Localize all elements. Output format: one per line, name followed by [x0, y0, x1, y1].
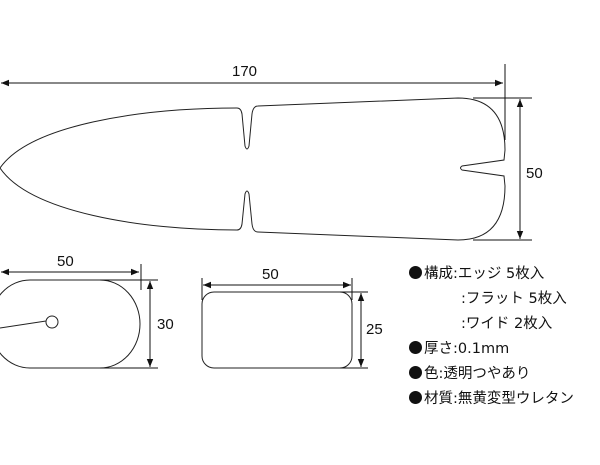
bullet-icon [409, 366, 422, 379]
bullet-icon [409, 391, 422, 404]
bullet-icon [409, 266, 422, 279]
rect-width-label: 25 [366, 321, 383, 338]
spec-material: 材質:無黄変型ウレタン [409, 387, 574, 412]
spec-composition-2: :フラット 5枚入 [461, 291, 567, 307]
length-label: 170 [232, 63, 257, 80]
spec-color: 色:透明つやあり [409, 362, 574, 387]
oval-length-label: 50 [57, 253, 74, 270]
spec-composition-3: :ワイド 2枚入 [461, 316, 553, 332]
oval-blade-outline [0, 279, 141, 369]
bullet-icon [409, 341, 422, 354]
edge-blade-outline [0, 97, 506, 241]
spec-thickness: 厚さ:0.1mm [409, 337, 574, 362]
oval-width-label: 30 [157, 316, 174, 333]
width-label: 50 [526, 165, 543, 182]
flat-blade-outline [201, 291, 353, 369]
spec-list: 構成:エッジ 5枚入 :フラット 5枚入 :ワイド 2枚入 厚さ:0.1mm 色… [409, 262, 574, 412]
spec-composition: 構成:エッジ 5枚入 [409, 262, 574, 287]
rect-length-label: 50 [262, 266, 279, 283]
